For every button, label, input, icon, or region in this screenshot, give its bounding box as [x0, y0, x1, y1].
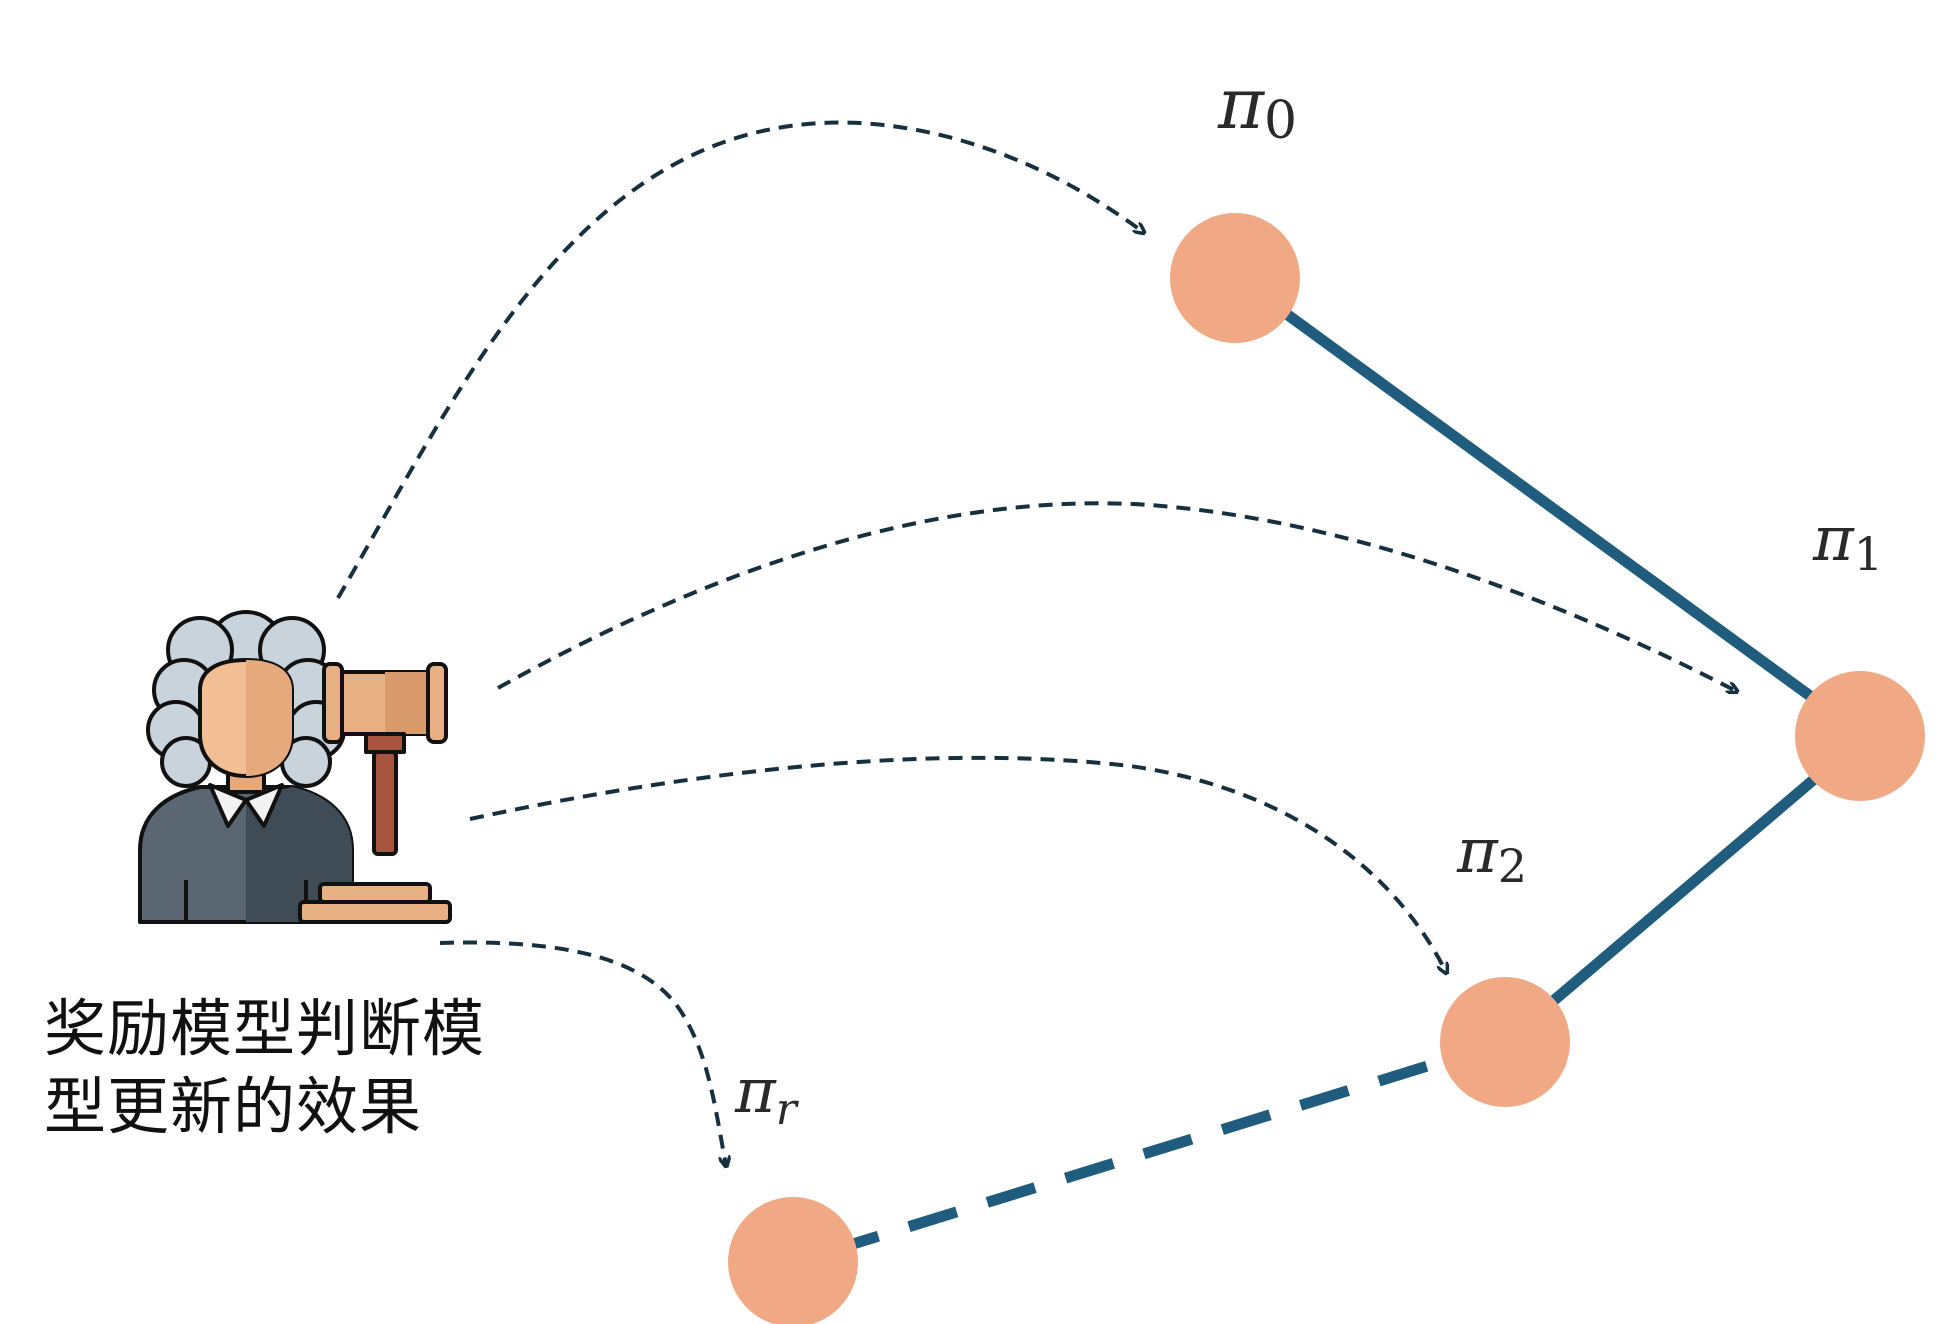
- arrow-to-pi1: [497, 501, 1736, 691]
- arrow-to-pi2: [469, 755, 1446, 972]
- label-pi0-subscript: 0: [1264, 91, 1297, 151]
- edge-pi0-pi1: [1234, 274, 1871, 742]
- label-pir: πr: [734, 1054, 800, 1135]
- caption-line-1: 奖励模型判断模: [44, 992, 486, 1065]
- node-pi1: [1795, 671, 1925, 801]
- node-pi2: [1440, 977, 1570, 1107]
- label-pi0-symbol: π: [1217, 63, 1266, 145]
- edge-pi1-pi2: [1499, 730, 1871, 1048]
- label-pi1-subscript: 1: [1854, 527, 1883, 581]
- edge-pi2-pir-dashed: [793, 1036, 1507, 1268]
- label-pi2: π2: [1456, 814, 1527, 893]
- caption-line-2: 型更新的效果: [44, 1070, 423, 1143]
- judge-with-gavel-icon: [138, 610, 452, 924]
- policy-nodes: [728, 213, 1925, 1324]
- policy-labels: π0 π1 π2 πr: [734, 63, 1883, 1135]
- gavel: [298, 662, 452, 924]
- label-pi1-symbol: π: [1812, 502, 1855, 575]
- judge-caption: 奖励模型判断模 型更新的效果: [44, 990, 514, 1146]
- judge-arrows: [336, 120, 1736, 1165]
- label-pi1: π1: [1812, 502, 1883, 581]
- label-pi2-subscript: 2: [1498, 839, 1527, 893]
- node-pi0: [1170, 213, 1300, 343]
- arrow-to-pi0: [336, 120, 1143, 600]
- label-pir-symbol: π: [734, 1054, 777, 1127]
- label-pi2-symbol: π: [1456, 814, 1499, 887]
- node-pir: [728, 1197, 858, 1324]
- arrow-to-pir: [439, 940, 726, 1165]
- policy-path: [793, 274, 1871, 1268]
- label-pir-subscript: r: [776, 1084, 800, 1135]
- label-pi0: π0: [1217, 63, 1297, 151]
